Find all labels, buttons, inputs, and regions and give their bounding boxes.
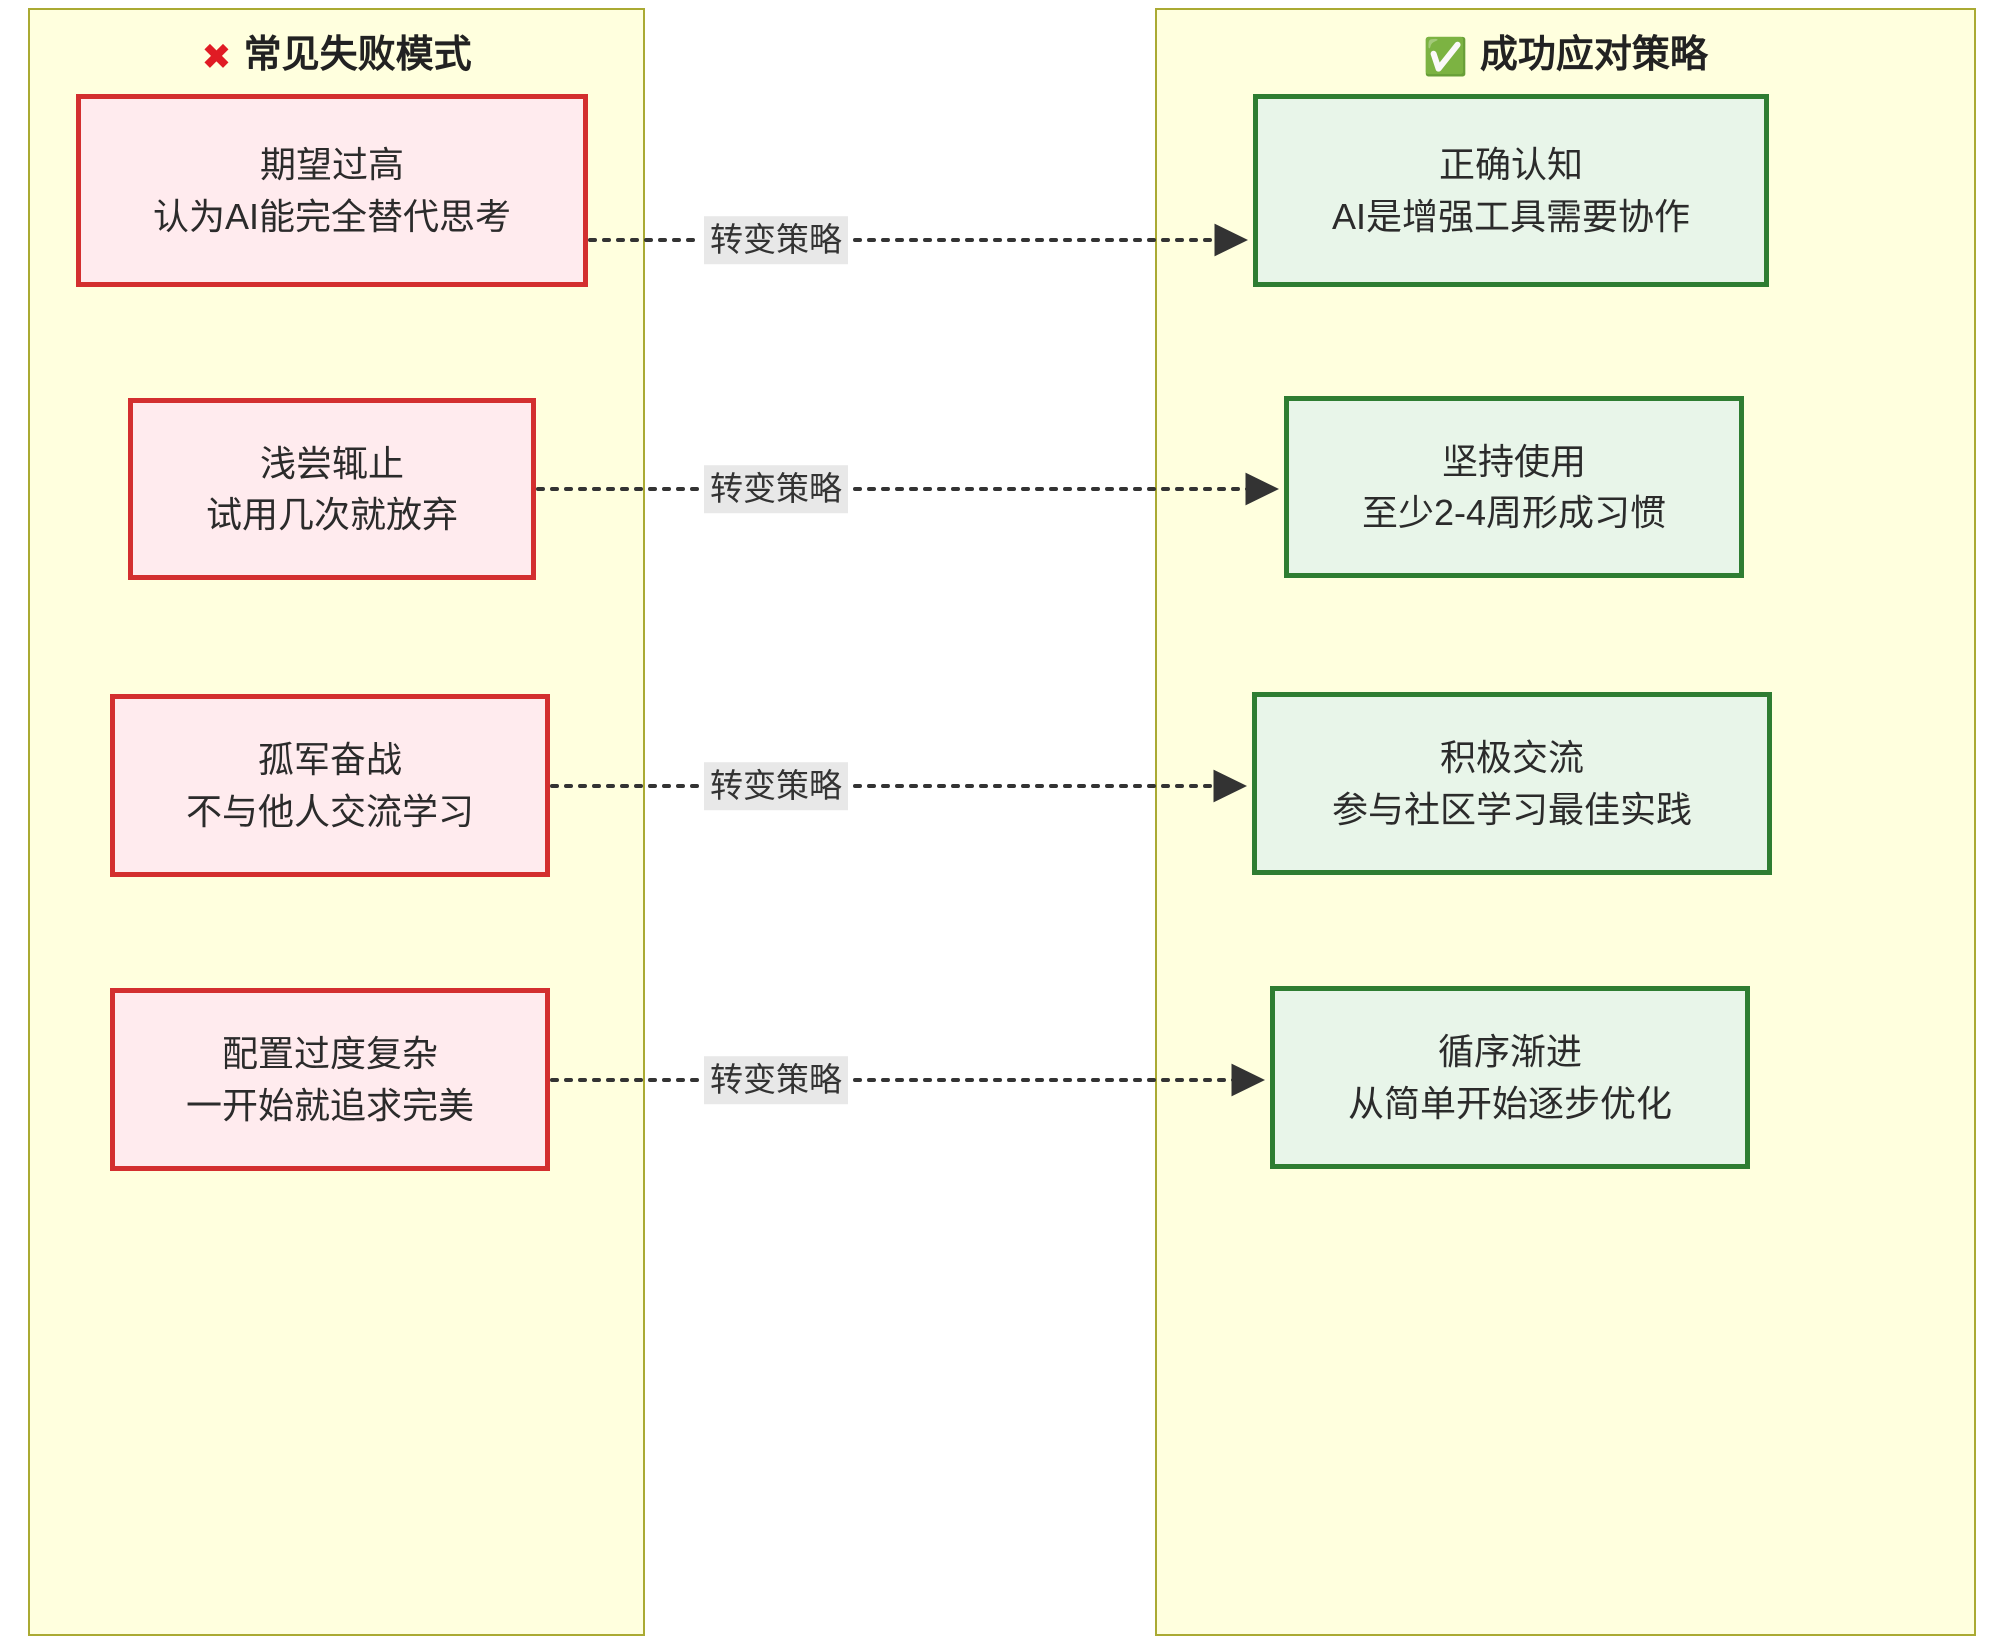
node-strategy-2[interactable]: 积极交流 参与社区学习最佳实践 xyxy=(1252,692,1772,875)
check-mark-button-icon: ✅ xyxy=(1423,36,1468,77)
node-strategy-0[interactable]: 正确认知 AI是增强工具需要协作 xyxy=(1253,94,1769,287)
node-strategy-0-line2: AI是增强工具需要协作 xyxy=(1331,195,1690,237)
node-strategy-1[interactable]: 坚持使用 至少2-4周形成习惯 xyxy=(1284,396,1744,578)
node-strategy-2-line2: 参与社区学习最佳实践 xyxy=(1331,788,1692,830)
node-strategy-3-line2: 从简单开始逐步优化 xyxy=(1347,1082,1672,1124)
subgraph-title-failures: ✖ 常见失败模式 xyxy=(30,32,643,80)
edge-label-3: 转变策略 xyxy=(704,1056,848,1104)
node-failure-2[interactable]: 孤军奋战 不与他人交流学习 xyxy=(110,694,550,877)
node-strategy-1-line2: 至少2-4周形成习惯 xyxy=(1361,492,1667,533)
node-failure-0-line2: 认为AI能完全替代思考 xyxy=(152,195,511,237)
node-strategy-0-line1: 正确认知 xyxy=(1438,144,1583,186)
edge-label-1: 转变策略 xyxy=(704,465,848,513)
node-failure-0-line1: 期望过高 xyxy=(259,144,404,186)
node-strategy-2-line1: 积极交流 xyxy=(1439,737,1584,779)
node-failure-1-line2: 试用几次就放弃 xyxy=(205,494,458,535)
node-strategy-1-line1: 坚持使用 xyxy=(1441,440,1586,482)
cross-mark-icon: ✖ xyxy=(201,36,232,77)
edge-label-2: 转变策略 xyxy=(704,762,848,810)
node-failure-3-line1: 配置过度复杂 xyxy=(221,1033,438,1075)
node-failure-1[interactable]: 浅尝辄止 试用几次就放弃 xyxy=(128,398,536,580)
node-strategy-3[interactable]: 循序渐进 从简单开始逐步优化 xyxy=(1270,986,1750,1169)
node-failure-1-line1: 浅尝辄止 xyxy=(259,442,404,484)
node-failure-3-line2: 一开始就追求完美 xyxy=(185,1084,474,1126)
subgraph-title-failures-text: 常见失败模式 xyxy=(243,34,472,76)
node-failure-2-line2: 不与他人交流学习 xyxy=(185,790,474,832)
subgraph-title-strategies-text: 成功应对策略 xyxy=(1479,34,1708,76)
node-strategy-3-line1: 循序渐进 xyxy=(1437,1031,1582,1073)
node-failure-3[interactable]: 配置过度复杂 一开始就追求完美 xyxy=(110,988,550,1171)
node-failure-0[interactable]: 期望过高 认为AI能完全替代思考 xyxy=(76,94,588,287)
subgraph-title-strategies: ✅ 成功应对策略 xyxy=(1157,32,1974,80)
edge-label-0: 转变策略 xyxy=(704,216,848,264)
node-failure-2-line1: 孤军奋战 xyxy=(257,739,402,781)
